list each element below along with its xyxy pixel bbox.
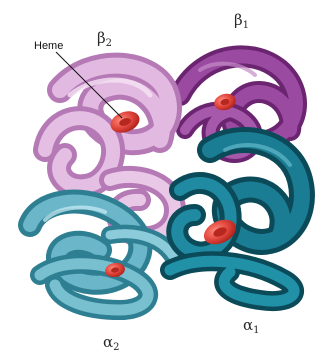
beta2-subscript: 2 [106,38,112,49]
alpha1-symbol: α [243,316,253,334]
beta1-subscript: 1 [243,20,249,31]
beta2-symbol: β [97,29,106,47]
alpha1-subscript: 1 [253,325,259,336]
alpha2-symbol: α [103,333,113,351]
alpha1-label: α1 [243,318,260,336]
alpha2-label: α2 [103,335,120,353]
heme-label: Heme [34,41,63,52]
alpha1-subunit [170,140,302,301]
alpha2-subunit [30,202,175,310]
beta2-label: β2 [97,31,112,49]
beta1-label: β1 [234,13,249,31]
alpha2-subscript: 2 [113,342,119,353]
beta1-symbol: β [234,11,243,29]
